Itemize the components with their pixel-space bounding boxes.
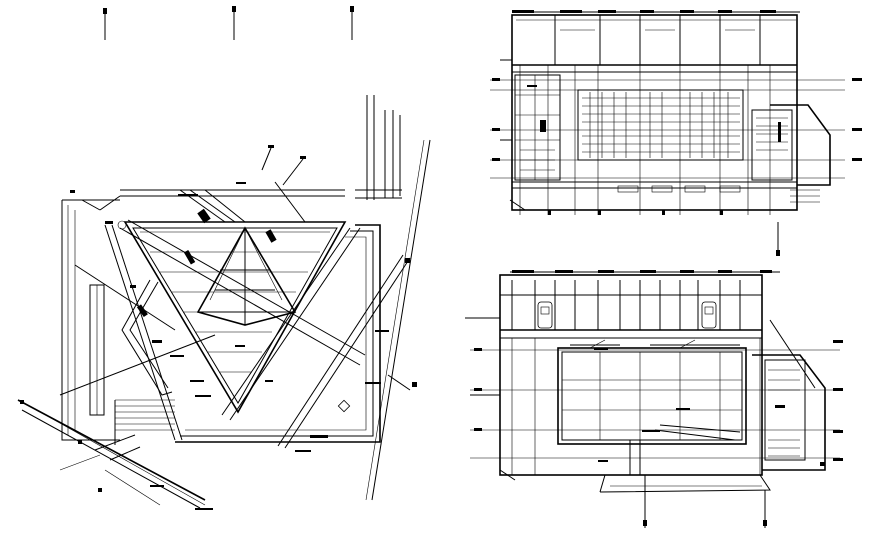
site-stairs [114, 399, 175, 445]
ground-outer-walls [465, 274, 826, 476]
site-road-lines [355, 95, 431, 501]
site-right-walls [175, 224, 381, 443]
site-inner-pyramid [196, 226, 297, 326]
ground-floor-plan [465, 270, 843, 528]
upper-axis-tags [492, 78, 862, 256]
ground-entrance [499, 440, 771, 528]
upper-outer-walls [500, 14, 831, 211]
ground-right-wing [764, 319, 816, 461]
site-plan [17, 6, 431, 510]
upper-seating [577, 89, 744, 161]
site-top-markers [103, 6, 354, 40]
upper-floor-plan [490, 10, 862, 256]
site-boundary [61, 189, 345, 441]
upper-left-wing [514, 74, 561, 181]
ground-parking [500, 280, 762, 339]
ground-axis-tags [474, 340, 843, 466]
upper-top-dimensions [512, 10, 800, 21]
site-diagonals [59, 181, 411, 449]
site-left-block [89, 279, 173, 416]
site-building-triangle [123, 221, 347, 414]
site-access-road [17, 399, 206, 509]
ground-central-hall [557, 339, 747, 445]
upper-bottom-rooms [512, 181, 797, 193]
ground-top-dimensions [510, 270, 780, 273]
upper-right-wing [751, 109, 820, 203]
site-annotation-tags [20, 145, 417, 510]
upper-top-rooms [512, 15, 797, 73]
